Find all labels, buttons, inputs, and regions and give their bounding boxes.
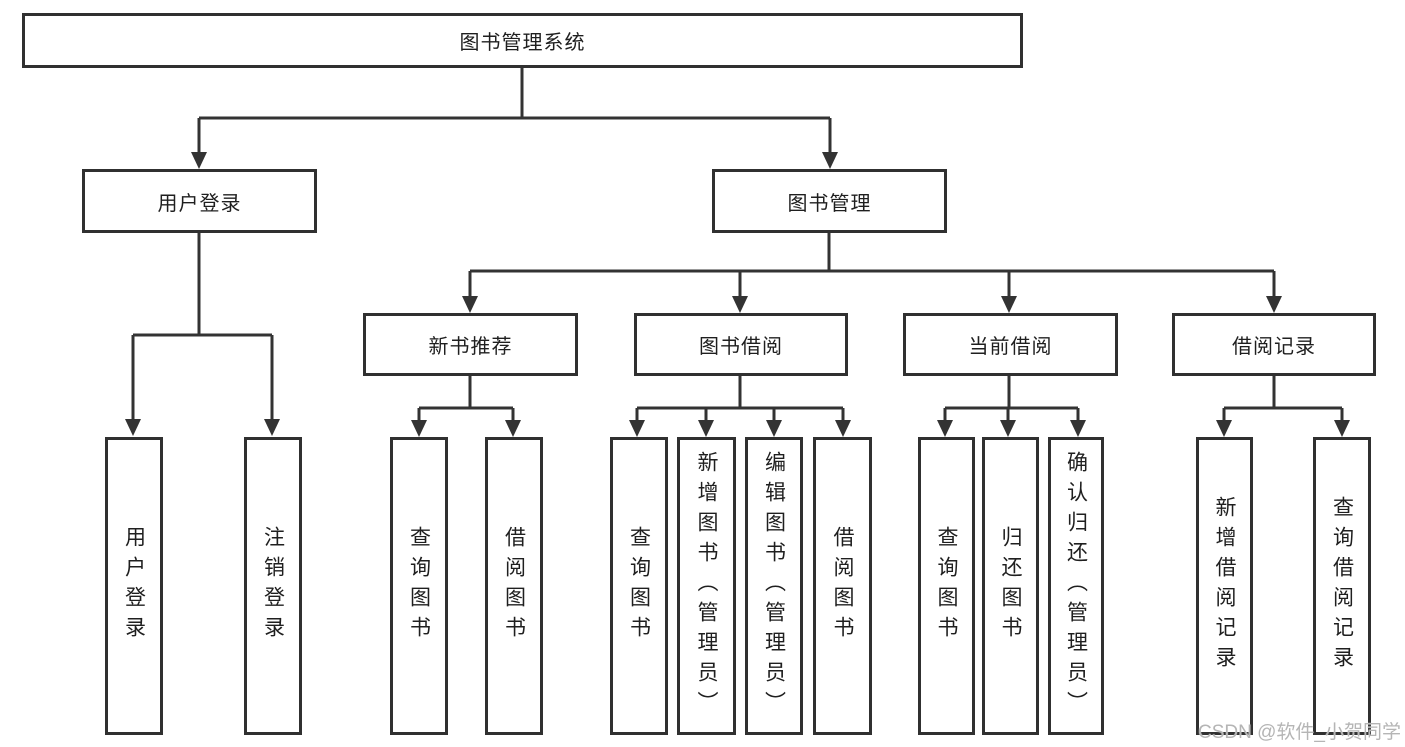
node-query-books-2-label: 查询图书 bbox=[627, 526, 651, 646]
node-query-borrow-record: 查询借阅记录 bbox=[1313, 437, 1371, 735]
node-confirm-return-admin: 确认归还（管理员） bbox=[1048, 437, 1104, 735]
node-borrow-books-1: 借阅图书 bbox=[485, 437, 543, 735]
node-logout: 注销登录 bbox=[244, 437, 302, 735]
node-query-books-1-label: 查询图书 bbox=[407, 526, 431, 646]
node-add-books-admin: 新增图书（管理员） bbox=[677, 437, 736, 735]
node-confirm-return-admin-label: 确认归还（管理员） bbox=[1064, 451, 1088, 721]
node-user-login-group-label: 用户登录 bbox=[157, 192, 242, 215]
node-borrow-books-2-label: 借阅图书 bbox=[831, 526, 854, 646]
csdn-watermark: CSDN @软件_小贺同学 bbox=[1198, 722, 1401, 743]
node-return-books-label: 归还图书 bbox=[999, 526, 1022, 646]
node-logout-label: 注销登录 bbox=[261, 526, 285, 646]
node-book-borrow: 图书借阅 bbox=[634, 313, 848, 376]
node-query-borrow-record-label: 查询借阅记录 bbox=[1330, 496, 1354, 676]
node-library-system-label: 图书管理系统 bbox=[459, 32, 586, 54]
node-borrow-records: 借阅记录 bbox=[1172, 313, 1376, 376]
node-query-books-3: 查询图书 bbox=[918, 437, 975, 735]
node-borrow-books-1-label: 借阅图书 bbox=[502, 526, 526, 646]
node-add-borrow-record-label: 新增借阅记录 bbox=[1213, 496, 1236, 676]
node-book-management: 图书管理 bbox=[712, 169, 947, 233]
node-current-borrow: 当前借阅 bbox=[903, 313, 1118, 376]
node-user-login: 用户登录 bbox=[105, 437, 163, 735]
node-user-login-label: 用户登录 bbox=[122, 526, 146, 646]
node-book-borrow-label: 图书借阅 bbox=[699, 336, 783, 358]
node-current-borrow-label: 当前借阅 bbox=[968, 336, 1053, 358]
node-edit-books-admin: 编辑图书（管理员） bbox=[745, 437, 803, 735]
node-book-management-label: 图书管理 bbox=[787, 192, 872, 215]
node-edit-books-admin-label: 编辑图书（管理员） bbox=[762, 451, 786, 721]
node-add-borrow-record: 新增借阅记录 bbox=[1196, 437, 1253, 735]
node-user-login-group: 用户登录 bbox=[82, 169, 317, 233]
node-return-books: 归还图书 bbox=[982, 437, 1039, 735]
node-add-books-admin-label: 新增图书（管理员） bbox=[695, 451, 718, 721]
node-new-book-recommend: 新书推荐 bbox=[363, 313, 578, 376]
node-borrow-books-2: 借阅图书 bbox=[813, 437, 872, 735]
node-query-books-3-label: 查询图书 bbox=[935, 526, 958, 646]
node-borrow-records-label: 借阅记录 bbox=[1232, 336, 1316, 358]
node-new-book-recommend-label: 新书推荐 bbox=[428, 336, 513, 358]
node-query-books-1: 查询图书 bbox=[390, 437, 448, 735]
node-query-books-2: 查询图书 bbox=[610, 437, 668, 735]
node-library-system: 图书管理系统 bbox=[22, 13, 1023, 68]
